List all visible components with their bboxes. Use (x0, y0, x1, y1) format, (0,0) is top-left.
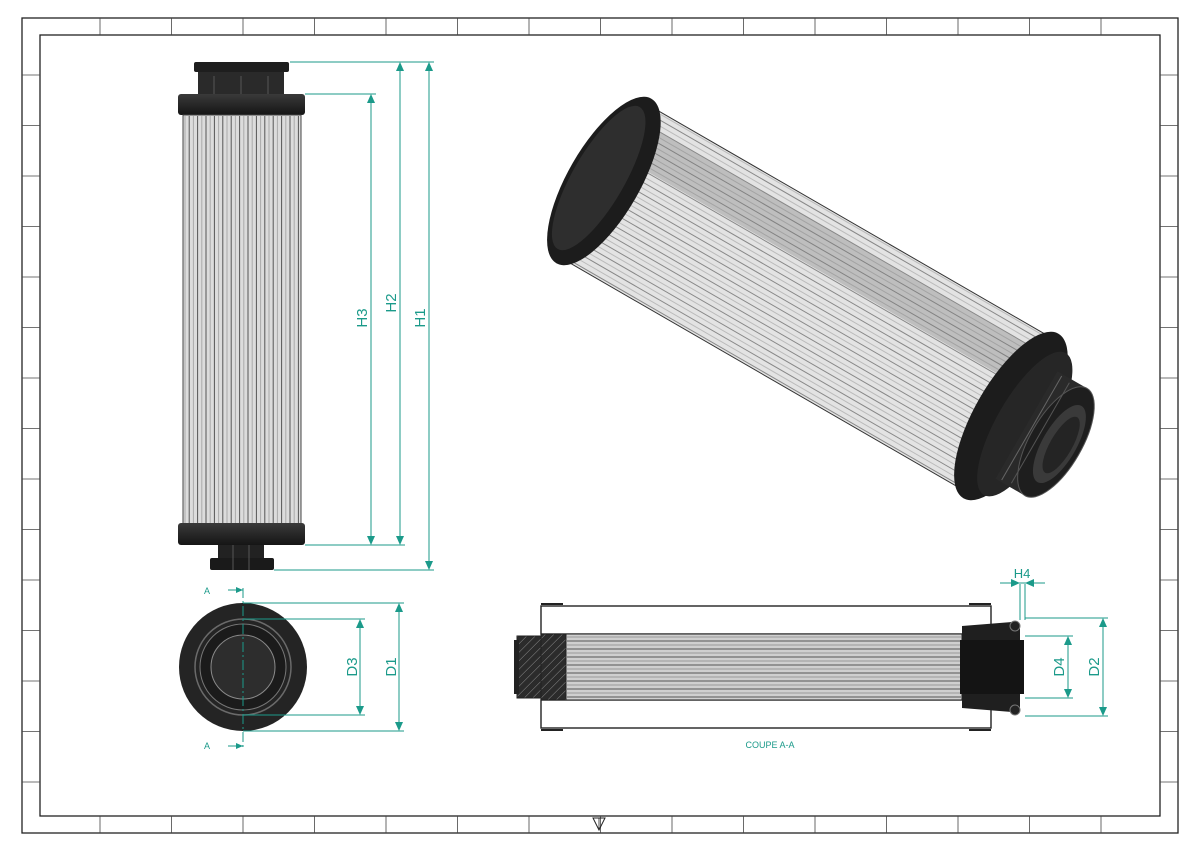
iso-pleat-line (618, 174, 1015, 404)
inner-frame (39, 34, 1161, 817)
iso-pleat-line (569, 259, 965, 489)
iso-pleat-line (613, 183, 1010, 413)
iso-pleat-line (655, 111, 1051, 340)
front-bottom-cap (178, 523, 305, 545)
section-outer-bottom (540, 699, 992, 729)
iso-pleat-line (626, 160, 1023, 390)
front-top-fitting-rim (194, 62, 289, 72)
iso-pleat-line (650, 120, 1046, 349)
front-dimension-arrows (367, 62, 433, 570)
frame-zone-ticks (22, 18, 1178, 833)
section-left-stub (516, 635, 542, 699)
section-oring-top (1009, 620, 1021, 632)
front-pleats (184, 116, 299, 523)
section-view: COUPE A-A (514, 603, 1024, 750)
dim-label-h2: H2 (383, 293, 400, 312)
iso-pleat-line (574, 250, 971, 480)
section-left-cap (540, 633, 567, 701)
iso-pleat-line (598, 210, 994, 440)
iso-pleat-line (579, 241, 976, 471)
front-dimensions (274, 61, 434, 571)
iso-pleat-line (637, 142, 1033, 372)
section-marker-bottom: A (204, 741, 210, 751)
section-pleated-core (565, 633, 963, 701)
iso-pleat-line (631, 151, 1028, 381)
drawing-frame (21, 17, 1179, 834)
dim-label-h4: H4 (1014, 566, 1031, 581)
iso-pleat-line (605, 196, 1002, 426)
iso-pleat-line (634, 147, 1030, 376)
dim-label-d2: D2 (1086, 657, 1103, 676)
iso-pleat-line (572, 255, 968, 485)
iso-pleat-line (621, 169, 1017, 399)
iso-pleat-line (647, 124, 1043, 354)
iso-pleat-line (642, 133, 1038, 363)
front-top-cap (178, 94, 305, 115)
dim-label-d1: D1 (383, 657, 400, 676)
section-arrows (1011, 579, 1107, 716)
dim-label-h1: H1 (412, 308, 429, 327)
iso-pleat-line (590, 223, 986, 453)
iso-pleat-line (639, 138, 1036, 367)
dim-label-d4: D4 (1051, 657, 1068, 676)
isometric-view (547, 96, 1095, 501)
dim-label-h3: H3 (354, 308, 371, 327)
iso-pleat-line (652, 115, 1049, 345)
section-oring-bottom (1009, 704, 1021, 716)
dim-label-d3: D3 (344, 657, 361, 676)
section-outer-top (540, 605, 992, 635)
iso-pleat-line (616, 178, 1012, 408)
iso-pleat-line (582, 237, 978, 467)
iso-pleat-line (585, 232, 981, 462)
iso-pleat-line (587, 228, 984, 458)
iso-pleat-line (608, 192, 1004, 422)
section-right-bore (960, 640, 1024, 694)
section-pleats (567, 636, 961, 698)
iso-pleat-line (624, 165, 1020, 394)
end-view: A A (179, 586, 307, 751)
section-dimensions (1000, 582, 1108, 717)
iso-pleat-line (611, 187, 1007, 417)
iso-pleat-line (592, 219, 989, 449)
end-view-arrows (356, 603, 403, 731)
section-marker-top: A (204, 586, 210, 596)
front-bottom-fitting (218, 545, 264, 560)
iso-pleat-line (629, 156, 1025, 385)
iso-pleats (569, 111, 1051, 489)
outer-frame (21, 17, 1179, 834)
front-pleated-body (182, 114, 302, 525)
section-caption: COUPE A-A (745, 740, 794, 750)
front-view (178, 62, 305, 570)
iso-pleat-line (600, 205, 997, 435)
iso-pleat-line (595, 214, 991, 444)
iso-pleat-line (603, 201, 999, 431)
iso-pleat-line (644, 129, 1041, 358)
iso-pleat-line (577, 246, 973, 476)
front-bottom-fitting-rim (210, 558, 274, 570)
end-view-dimensions (243, 602, 404, 732)
